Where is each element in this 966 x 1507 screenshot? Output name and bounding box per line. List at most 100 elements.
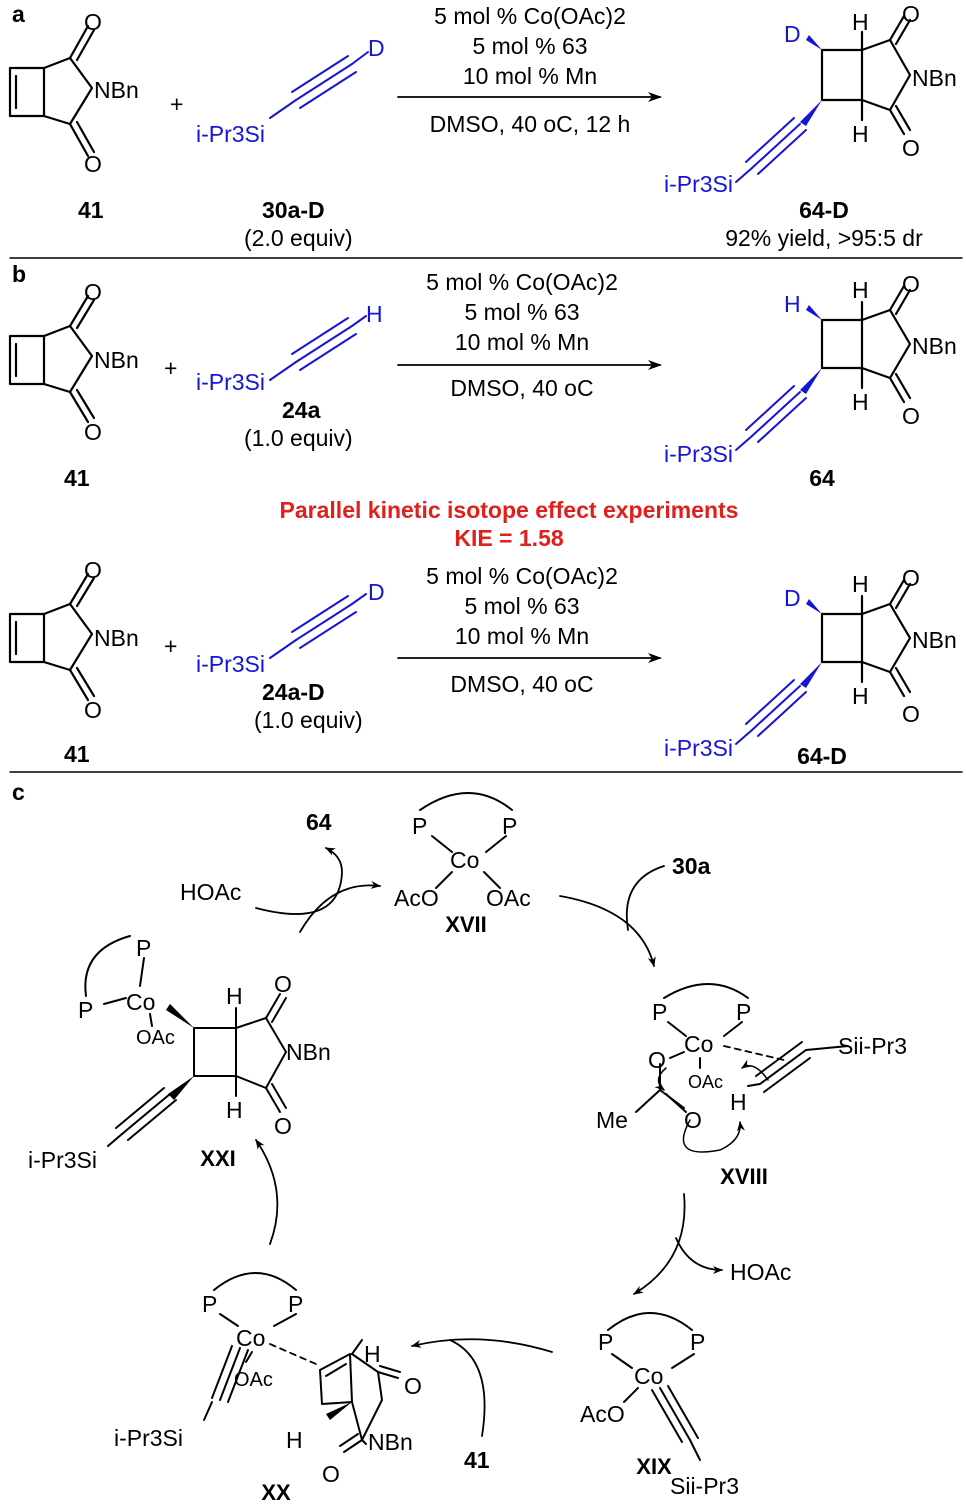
reagent-line-b1: 5 mol % 63 xyxy=(464,299,579,325)
alkyne-24a-d xyxy=(269,593,367,659)
atom-p: P xyxy=(652,999,667,1025)
atom-co: Co xyxy=(450,847,479,873)
substrate-41-b1 xyxy=(8,294,96,424)
atom-nbn: NBn xyxy=(94,625,139,651)
complex-xxi xyxy=(84,935,287,1147)
product-label-a: 64-D xyxy=(799,197,849,223)
conditions-b2: DMSO, 40 oC xyxy=(450,671,593,697)
cycle-arrow xyxy=(255,1139,279,1245)
atom-d: D xyxy=(784,585,801,611)
atom-aco: AcO xyxy=(394,885,439,911)
hoac-out: HOAc xyxy=(730,1259,791,1285)
tips-group: i-Pr3Si xyxy=(196,121,265,147)
atom-h: H xyxy=(226,983,243,1009)
tips-group: i-Pr3Si xyxy=(196,369,265,395)
atom-o: O xyxy=(84,9,102,35)
wedge-bond xyxy=(800,100,822,126)
plus-sign: + xyxy=(164,355,177,381)
reagent-line-a: 5 mol % Co(OAc)2 xyxy=(434,3,626,29)
atom-h: H xyxy=(286,1427,303,1453)
wedge-bond xyxy=(806,305,822,320)
atom-h: H xyxy=(784,291,801,317)
atom-nbn: NBn xyxy=(94,347,139,373)
atom-o: O xyxy=(84,697,102,723)
electron-arrow xyxy=(741,1059,769,1081)
alkyne-24a xyxy=(269,315,367,381)
electron-arrow xyxy=(654,1067,667,1091)
complex-xviii xyxy=(635,983,849,1113)
wedge-bond xyxy=(800,662,822,688)
alkyne-product-a xyxy=(735,117,807,183)
wedge-bond xyxy=(806,35,822,50)
atom-h: H xyxy=(226,1097,243,1123)
wedge-bond xyxy=(806,599,822,614)
product-64-d-a xyxy=(820,14,912,136)
side-arrow-30a xyxy=(625,865,665,931)
complex-label-xvii: XVII xyxy=(445,912,487,937)
atom-o: O xyxy=(84,279,102,305)
side-arrow-41 xyxy=(449,1339,486,1437)
tips-group: i-Pr3Si xyxy=(664,441,733,467)
tips-right: Sii-Pr3 xyxy=(838,1033,907,1059)
conditions-b1: DMSO, 40 oC xyxy=(450,375,593,401)
atom-oac: OAc xyxy=(234,1369,273,1391)
reagent-label-b1: 24a xyxy=(282,397,321,423)
atom-p: P xyxy=(736,999,751,1025)
complex-xix xyxy=(607,1312,701,1461)
atom-h: H xyxy=(852,277,869,303)
atom-o: O xyxy=(274,1113,292,1139)
cycle-arrow xyxy=(633,1193,686,1295)
atom-me: Me xyxy=(596,1107,628,1133)
conditions-a: DMSO, 40 oC, 12 h xyxy=(430,111,631,137)
atom-o: O xyxy=(902,565,920,591)
side-arrow-hoac xyxy=(675,1237,723,1274)
atom-nbn: NBn xyxy=(368,1429,413,1455)
cycle-arrow xyxy=(559,895,656,967)
atom-o: O xyxy=(902,701,920,727)
atom-o: O xyxy=(902,271,920,297)
atom-o: O xyxy=(902,135,920,161)
atom-h: H xyxy=(852,389,869,415)
complex-label-xxi: XXI xyxy=(200,1146,235,1171)
side-arrow-64 xyxy=(255,847,343,915)
atom-p: P xyxy=(136,935,151,961)
atom-h: H xyxy=(852,683,869,709)
substrate-41-b2 xyxy=(8,572,96,702)
atom-h: H xyxy=(852,9,869,35)
atom-nbn: NBn xyxy=(912,627,957,653)
reagent-equiv-b2: (1.0 equiv) xyxy=(254,707,363,733)
reagent-equiv-a: (2.0 equiv) xyxy=(244,225,353,251)
reagent-line-b2: 5 mol % 63 xyxy=(464,593,579,619)
tips-group: i-Pr3Si xyxy=(114,1425,183,1451)
kie-value: KIE = 1.58 xyxy=(454,525,564,551)
atom-p: P xyxy=(288,1291,303,1317)
alkyne-product-b1 xyxy=(735,385,807,451)
atom-p: P xyxy=(598,1329,613,1355)
complex-label-xviii: XVIII xyxy=(720,1164,768,1189)
atom-aco: AcO xyxy=(580,1401,625,1427)
reagent-line-b2: 10 mol % Mn xyxy=(455,623,589,649)
reagent-line-a: 5 mol % 63 xyxy=(472,33,587,59)
atom-o: O xyxy=(902,1,920,27)
atom-o: O xyxy=(322,1461,340,1487)
kie-title: Parallel kinetic isotope effect experime… xyxy=(280,497,739,523)
electron-arrow xyxy=(682,1119,745,1153)
atom-d: D xyxy=(784,21,801,47)
atom-co: Co xyxy=(126,989,155,1015)
wedge-bond xyxy=(168,1076,194,1100)
pi-coordination xyxy=(269,1343,317,1365)
complex-label-xix: XIX xyxy=(636,1454,672,1479)
cycle-arrow xyxy=(411,1338,553,1353)
plus-sign: + xyxy=(164,633,177,659)
atom-p: P xyxy=(502,813,517,839)
wedge-bond xyxy=(166,1004,194,1028)
atom-oac: OAc xyxy=(688,1072,723,1092)
substrate-label-a: 41 xyxy=(78,197,104,223)
atom-h: H xyxy=(852,121,869,147)
atom-d: D xyxy=(368,579,385,605)
atom-d: D xyxy=(368,35,385,61)
atom-nbn: NBn xyxy=(286,1039,331,1065)
substrate-41-a xyxy=(8,24,96,158)
tips-group: i-Pr3Si xyxy=(28,1147,97,1173)
reagent-equiv-b1: (1.0 equiv) xyxy=(244,425,353,451)
